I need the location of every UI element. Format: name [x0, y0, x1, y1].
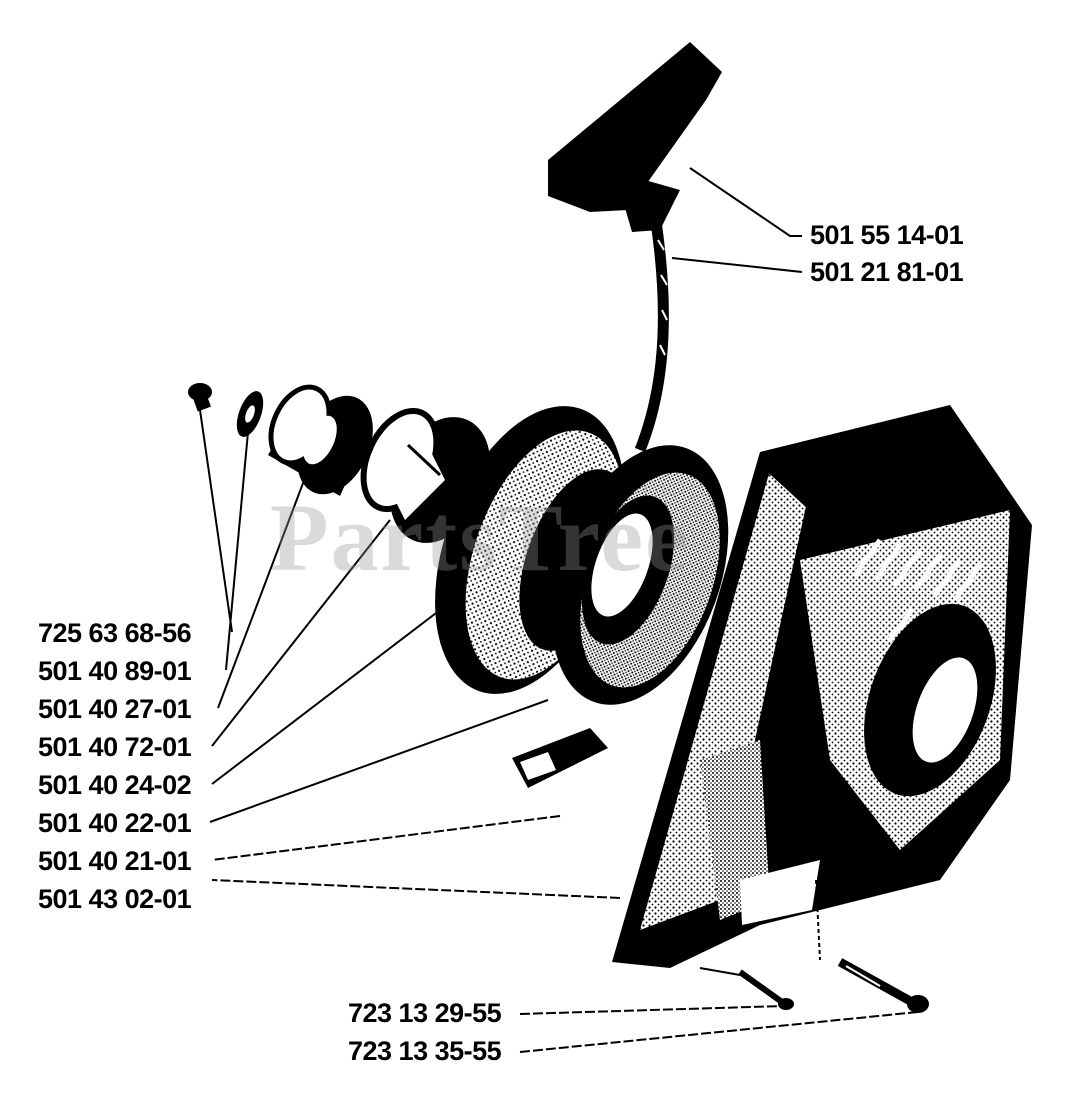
screw — [188, 383, 212, 412]
leader-lines — [199, 167, 919, 1053]
washer — [236, 391, 264, 437]
label-501402201: 501 40 22-01 — [38, 808, 192, 838]
label-501407201: 501 40 72-01 — [38, 732, 192, 762]
spring-tab — [512, 728, 608, 788]
label-501408901: 501 40 89-01 — [38, 656, 192, 686]
starter-handle — [548, 42, 722, 232]
label-501402101: 501 40 21-01 — [38, 846, 192, 876]
label-723133555: 723 13 35-55 — [348, 1036, 502, 1066]
starter-housing — [612, 405, 1032, 968]
spring-ring — [551, 445, 729, 705]
label-501402402: 501 40 24-02 — [38, 770, 192, 800]
label-501218101: 501 21 81-01 — [810, 257, 964, 287]
spring-cover — [268, 384, 373, 496]
label-501551401: 501 55 14-01 — [810, 220, 964, 250]
housing-screw-long — [837, 958, 929, 1013]
watermark: PartsTree — [270, 484, 690, 591]
label-723132955: 723 13 29-55 — [348, 998, 502, 1028]
label-501402701: 501 40 27-01 — [38, 694, 192, 724]
label-501430201: 501 43 02-01 — [38, 884, 192, 914]
spring-drum — [360, 407, 491, 543]
label-725636856: 725 63 68-56 — [38, 618, 192, 648]
starter-rope — [634, 214, 669, 453]
housing-screw-short — [738, 969, 794, 1010]
